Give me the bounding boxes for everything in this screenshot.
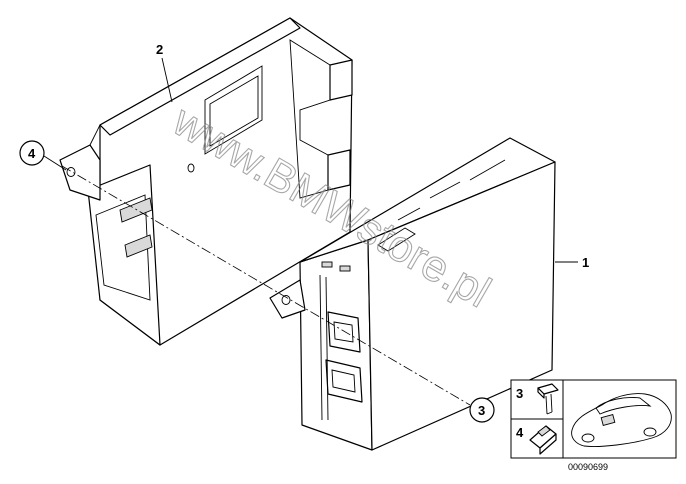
bolt-icon — [537, 383, 559, 415]
callout-2[interactable]: 2 — [156, 42, 173, 103]
diagram-reference-code: 00090699 — [568, 462, 608, 472]
svg-text:2: 2 — [156, 42, 163, 57]
car-icon — [571, 393, 672, 447]
svg-text:3: 3 — [478, 403, 485, 418]
clip-nut-icon — [529, 425, 557, 455]
callout-1[interactable]: 1 — [555, 255, 589, 270]
legend-item-4-label: 4 — [516, 425, 524, 440]
mounting-bracket[interactable] — [59, 17, 353, 346]
assembly-axis-line — [61, 165, 471, 406]
callout-3[interactable]: 3 — [469, 397, 495, 423]
legend-item-3-label: 3 — [516, 386, 523, 401]
svg-text:1: 1 — [582, 255, 589, 270]
small-parts-legend: 3 4 — [510, 379, 677, 459]
callout-4[interactable]: 4 — [19, 140, 67, 171]
control-unit[interactable] — [269, 137, 556, 451]
svg-text:4: 4 — [28, 146, 36, 161]
